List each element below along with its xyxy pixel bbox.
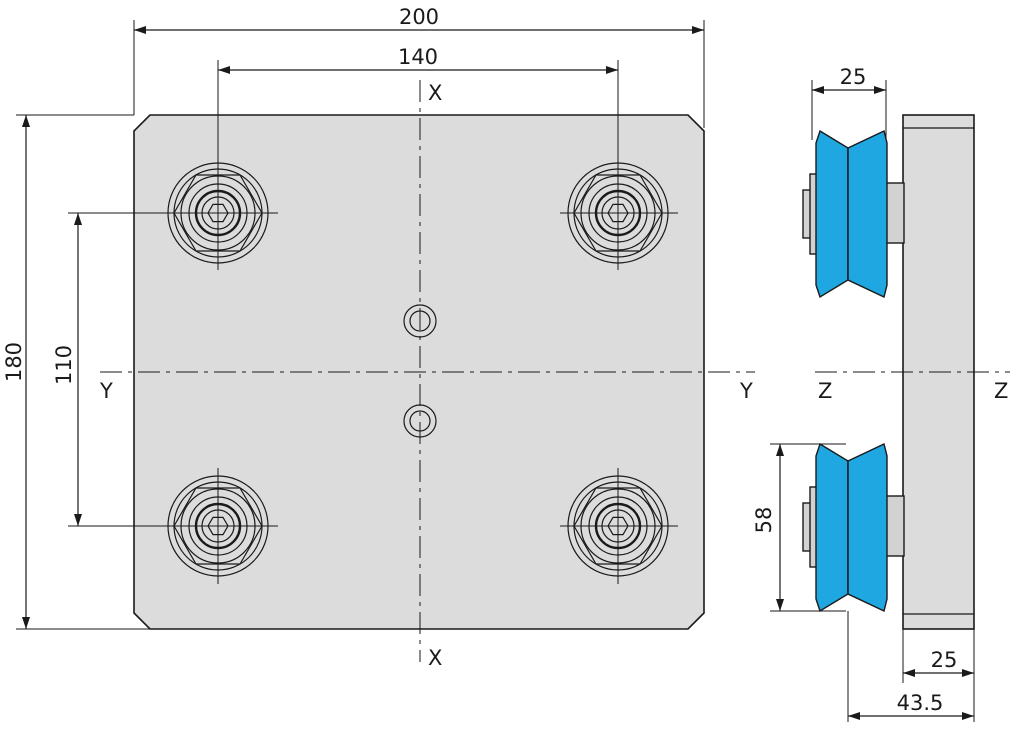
dim-plate-width-text: 200 (399, 5, 439, 29)
dim-plate-height: 180 (2, 114, 150, 630)
center-hole-bottom (403, 404, 437, 438)
dim-total-depth-text: 43.5 (897, 691, 944, 715)
z-axis-label-left: Z (818, 379, 832, 403)
front-view: X X Y Y (99, 80, 755, 670)
x-axis-label-top: X (428, 81, 442, 105)
dim-hole-spacing-x-text: 140 (398, 45, 438, 69)
dim-plate-height-text: 180 (2, 342, 26, 382)
dim-hole-spacing-y: 110 (52, 212, 168, 527)
wheel-bottom (802, 442, 905, 613)
center-hole-top (403, 304, 437, 338)
wheel-top (802, 129, 905, 299)
dim-hole-spacing-x: 140 (217, 45, 619, 165)
side-view: Z Z (802, 114, 1010, 630)
bolt-centermarks (160, 155, 678, 584)
dim-total-depth: 43.5 (847, 611, 974, 722)
y-axis-label-left: Y (99, 379, 113, 403)
z-axis-label-right: Z (994, 379, 1008, 403)
x-axis-label-bottom: X (428, 646, 442, 670)
dim-wheel-width: 25 (811, 65, 887, 140)
y-axis-label-right: Y (739, 379, 753, 403)
dim-wheel-width-text: 25 (840, 65, 867, 89)
dim-plate-thickness-text: 25 (931, 648, 958, 672)
dim-plate-thickness: 25 (902, 629, 975, 722)
dim-wheel-diameter-text: 58 (752, 507, 776, 534)
dim-hole-spacing-y-text: 110 (52, 345, 76, 385)
dim-wheel-diameter: 58 (752, 443, 846, 612)
dim-plate-width: 200 (133, 5, 705, 128)
